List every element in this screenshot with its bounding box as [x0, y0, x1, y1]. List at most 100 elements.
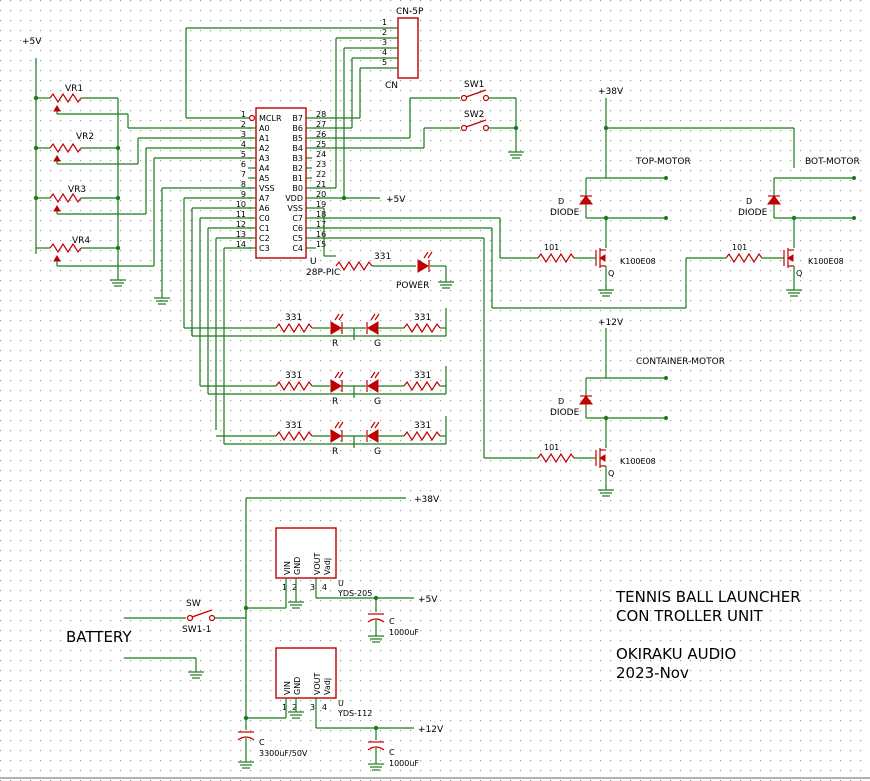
reg2-pin-gnd: GND	[293, 677, 302, 695]
vr3-label: VR3	[68, 185, 86, 195]
led-green-label: G	[374, 447, 381, 457]
reg2-name: YDS-112	[337, 709, 372, 718]
ic-pin-num-left: 12	[236, 220, 246, 229]
ic-pin-name-right: B4	[292, 144, 303, 153]
ic-pin-name-left: A7	[259, 194, 270, 203]
resistor-g-label: 331	[414, 313, 431, 323]
cap2-ref: C	[389, 748, 395, 757]
diode-name-label: DIODE	[738, 208, 768, 218]
mosfet-ref-label: Q	[608, 269, 614, 278]
ic-pin-num-left: 2	[241, 120, 246, 129]
cap3-ref: C	[259, 738, 265, 747]
ic-pin-num-left: 3	[241, 130, 246, 139]
rail-label-12v-psu: +12V	[418, 725, 444, 735]
rail-label-38v-psu: +38V	[414, 495, 440, 505]
ic-pin-num-right: 17	[316, 220, 326, 229]
vr1-label: VR1	[65, 84, 83, 94]
ic-pin-num-right: 28	[316, 110, 326, 119]
title-block: TENNIS BALL LAUNCHER CON TROLLER UNIT OK…	[615, 588, 801, 682]
ic-pin-name-left: C2	[259, 234, 270, 243]
ic-pin-num-right: 20	[316, 190, 326, 199]
ic-pin-name-left: A1	[259, 134, 270, 143]
cn-pin-1: 1	[382, 18, 387, 27]
reg1-pin-gnd: GND	[293, 557, 302, 575]
mosfet-name-label: K100E08	[808, 257, 844, 266]
ic-pin-num-right: 19	[316, 200, 326, 209]
reg1-num-3: 3	[310, 583, 315, 592]
reg2-pin-vout: VOUT	[313, 673, 322, 695]
switches: SW1 SW2	[460, 80, 524, 159]
ic-pin-num-left: 8	[241, 180, 246, 189]
diode-ref-label: D	[558, 397, 564, 406]
bot-motor-label: BOT-MOTOR	[805, 157, 860, 167]
reg1-ref: U	[338, 579, 344, 588]
power-led-label: POWER	[396, 281, 429, 291]
led-green-label: G	[374, 397, 381, 407]
ic-pin-num-left: 10	[236, 200, 246, 209]
sw1-label: SW1	[464, 80, 484, 90]
ic-pin-name-left: A4	[259, 164, 270, 173]
cap2-value: 1000uF	[389, 759, 419, 768]
cap1-ref: C	[389, 617, 395, 626]
ic-pin-name-left: MCLR	[259, 114, 282, 123]
ic-pin-name-right: B6	[292, 124, 303, 133]
cn-pin-2: 2	[382, 28, 387, 37]
reg1-name: YDS-205	[337, 589, 372, 598]
rail-label-5v-psu: +5V	[418, 595, 438, 605]
title-line-3: OKIRAKU AUDIO	[616, 645, 736, 663]
ic-pin-name-right: B2	[292, 164, 303, 173]
ic-pin-name-right: VSS	[287, 204, 303, 213]
connector-cn5p: CN-5P CN 1 2 3 4 5	[336, 7, 424, 91]
ic-pin-num-left: 11	[236, 210, 246, 219]
sw-name: SW1-1	[182, 625, 211, 635]
title-line-2: CON TROLLER UNIT	[616, 607, 764, 625]
reg2-num-2: 2	[292, 703, 297, 712]
ic-pin-name-right: B3	[292, 154, 303, 163]
mosfet-name-label: K100E08	[620, 257, 656, 266]
gate-resistor-label: 101	[732, 243, 747, 252]
resistor-g-label: 331	[414, 371, 431, 381]
reg1-num-1: 1	[282, 583, 287, 592]
led-red-label: R	[332, 447, 338, 457]
ic-pin-name-left: VSS	[259, 184, 275, 193]
ic-pin-num-left: 6	[241, 160, 246, 169]
reg2-pin-vin: VIN	[283, 681, 292, 695]
ic-right-wiring: +5V	[312, 38, 726, 459]
led-red-label: R	[332, 339, 338, 349]
ic-pin-num-left: 14	[236, 240, 246, 249]
ic-pin-name-left: A3	[259, 154, 270, 163]
reg1-pin-vout: VOUT	[313, 553, 322, 575]
ic-pin-name-right: C6	[292, 224, 303, 233]
r331-power: 331	[374, 252, 391, 262]
reg2-num-1: 1	[282, 703, 287, 712]
ic-ref: U	[310, 257, 317, 267]
title-line-4: 2023-Nov	[616, 664, 689, 682]
ic-pin-num-right: 15	[316, 240, 326, 249]
ic-pin-name-right: VDD	[285, 194, 303, 203]
resistor-r-label: 331	[285, 421, 302, 431]
ic-pin-name-right: B1	[292, 174, 303, 183]
resistor-r-label: 331	[285, 313, 302, 323]
ic-left-wiring	[154, 27, 398, 438]
ic-pin-name-right: B0	[292, 184, 303, 193]
cap3-value: 3300uF/50V	[259, 749, 308, 758]
ic-pin-name-left: A0	[259, 124, 270, 133]
ic-pin-name-left: A2	[259, 144, 270, 153]
ic-pin-name-right: C4	[292, 244, 303, 253]
ic-pin-num-right: 27	[316, 120, 326, 129]
rail-label-5v-left: +5V	[22, 37, 42, 47]
cn-pin-3: 3	[382, 38, 387, 47]
power-supply: +38V SW SW1-1 BATTERY VIN GND VOUT Vadj …	[66, 495, 444, 771]
ic-pin-name-left: C3	[259, 244, 270, 253]
ic-pin-name-right: C7	[292, 214, 303, 223]
reg1-num-2: 2	[292, 583, 297, 592]
battery-label: BATTERY	[66, 628, 132, 646]
resistor-g-label: 331	[414, 421, 431, 431]
reg1-num-4: 4	[322, 583, 327, 592]
